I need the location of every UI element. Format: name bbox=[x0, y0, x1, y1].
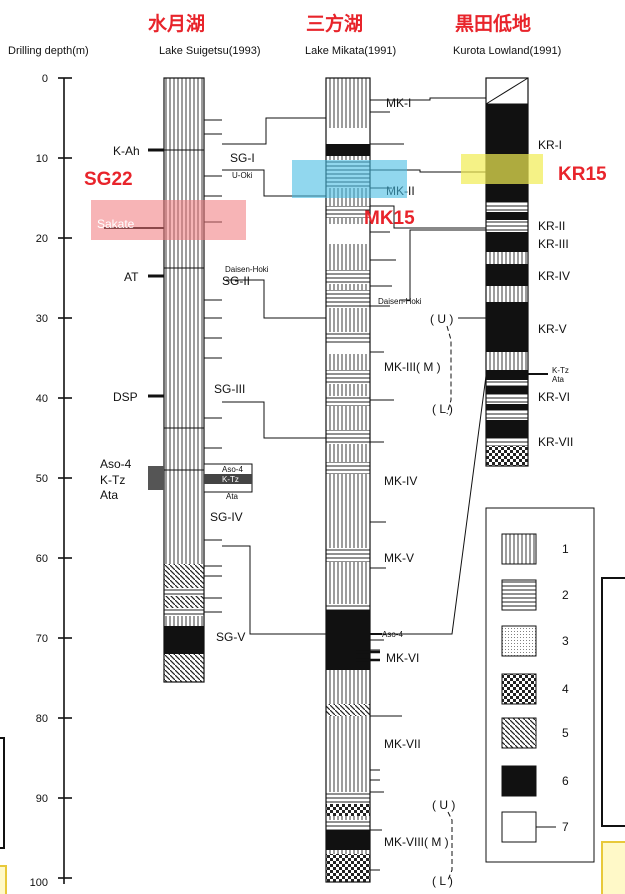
edge-box-left bbox=[0, 738, 4, 848]
unit-mk-v: MK-V bbox=[384, 551, 414, 565]
unit-sg-iii: SG-III bbox=[214, 382, 245, 396]
tephra-u-oki: U-Oki bbox=[232, 171, 253, 180]
tephra-ata-kr: Ata bbox=[552, 375, 565, 384]
tephra-k-tz: K-Tz bbox=[100, 473, 125, 487]
tephra-k-tz-kr: K-Tz bbox=[552, 366, 569, 375]
tephra-ata-right: Ata bbox=[226, 492, 239, 501]
legend-label-4: 4 bbox=[562, 682, 569, 696]
unit-mk-viii: MK-VIII( M ) bbox=[384, 835, 449, 849]
tick-label: 50 bbox=[36, 473, 48, 485]
unit-mk-vi: MK-VI bbox=[386, 651, 419, 665]
tephra-daisen-hoki-mk: Daisen-Hoki bbox=[378, 297, 422, 306]
legend-swatch-3 bbox=[502, 626, 536, 656]
title-mikata-jp: 三方湖 bbox=[306, 12, 363, 35]
axis-label: Drilling depth(m) bbox=[8, 45, 89, 57]
depth-tick-labels: 0 10 20 30 40 50 60 70 80 90 100 bbox=[30, 73, 48, 889]
label-sakate: Sakate bbox=[97, 217, 135, 231]
tick-label: 70 bbox=[36, 633, 48, 645]
label-kr15: KR15 bbox=[558, 164, 607, 185]
title-kurota-jp: 黒田低地 bbox=[455, 12, 531, 35]
legend-swatch-7 bbox=[502, 812, 536, 842]
tephra-daisen-hoki-sg: Daisen-Hoki bbox=[225, 265, 269, 274]
suigetsu-aso-box: Aso-4 K-Tz Ata bbox=[204, 464, 252, 501]
unit-kr-v: KR-V bbox=[538, 322, 567, 336]
label-mk15: MK15 bbox=[364, 208, 415, 229]
edge-box-left-yellow bbox=[0, 866, 6, 894]
unit-kr-i: KR-I bbox=[538, 138, 562, 152]
tick-label: 40 bbox=[36, 393, 48, 405]
depth-axis bbox=[58, 78, 72, 884]
unit-sg-iv: SG-IV bbox=[210, 510, 243, 524]
tick-label: 90 bbox=[36, 793, 48, 805]
legend-label-5: 5 bbox=[562, 726, 569, 740]
edge-box-right bbox=[602, 578, 625, 826]
legend-swatch-1 bbox=[502, 534, 536, 564]
sub-mk-iii-l: ( L ) bbox=[432, 402, 453, 416]
tephra-dsp: DSP bbox=[113, 390, 138, 404]
legend-label-1: 1 bbox=[562, 542, 569, 556]
title-suigetsu-en: Lake Suigetsu(1993) bbox=[159, 45, 261, 57]
tephra-ata: Ata bbox=[100, 488, 118, 502]
tick-label: 100 bbox=[30, 877, 48, 889]
legend-label-2: 2 bbox=[562, 588, 569, 602]
legend-swatch-4 bbox=[502, 674, 536, 704]
tephra-at: AT bbox=[124, 270, 139, 284]
highlight-kr15 bbox=[461, 154, 543, 184]
tick-label: 0 bbox=[42, 73, 48, 85]
unit-kr-iii: KR-III bbox=[538, 237, 569, 251]
legend-label-3: 3 bbox=[562, 634, 569, 648]
legend-swatch-6 bbox=[502, 766, 536, 796]
tephra-aso4-right: Aso-4 bbox=[222, 465, 243, 474]
title-kurota-en: Kurota Lowland(1991) bbox=[453, 45, 561, 57]
unit-sg-ii: SG-II bbox=[222, 274, 250, 288]
tick-label: 10 bbox=[36, 153, 48, 165]
tick-label: 30 bbox=[36, 313, 48, 325]
title-suigetsu-jp: 水月湖 bbox=[148, 13, 205, 35]
unit-kr-vi: KR-VI bbox=[538, 390, 570, 404]
tick-label: 60 bbox=[36, 553, 48, 565]
label-sg22: SG22 bbox=[84, 169, 133, 190]
unit-mk-i: MK-I bbox=[386, 96, 411, 110]
sub-mk-viii-u: ( U ) bbox=[432, 798, 455, 812]
legend-label-7: 7 bbox=[562, 820, 569, 834]
tick-label: 80 bbox=[36, 713, 48, 725]
unit-mk-vii: MK-VII bbox=[384, 737, 421, 751]
unit-kr-ii: KR-II bbox=[538, 219, 565, 233]
tick-label: 20 bbox=[36, 233, 48, 245]
tephra-aso4: Aso-4 bbox=[100, 457, 132, 471]
legend-label-6: 6 bbox=[562, 774, 569, 788]
tephra-k-tz-right: K-Tz bbox=[222, 475, 239, 484]
legend-swatch-5 bbox=[502, 718, 536, 748]
legend: 1 2 3 4 5 6 7 bbox=[486, 508, 594, 862]
sub-mk-iii-u: ( U ) bbox=[430, 312, 453, 326]
unit-kr-iv: KR-IV bbox=[538, 269, 570, 283]
tephra-k-ah: K-Ah bbox=[113, 144, 140, 158]
edge-box-right-yellow bbox=[602, 842, 625, 894]
unit-sg-v: SG-V bbox=[216, 630, 245, 644]
unit-mk-iv: MK-IV bbox=[384, 474, 417, 488]
unit-sg-i: SG-I bbox=[230, 151, 255, 165]
title-mikata-en: Lake Mikata(1991) bbox=[305, 45, 396, 57]
unit-mk-iii: MK-III( M ) bbox=[384, 360, 441, 374]
highlight-mk15 bbox=[292, 160, 407, 198]
legend-swatch-2 bbox=[502, 580, 536, 610]
unit-kr-vii: KR-VII bbox=[538, 435, 573, 449]
